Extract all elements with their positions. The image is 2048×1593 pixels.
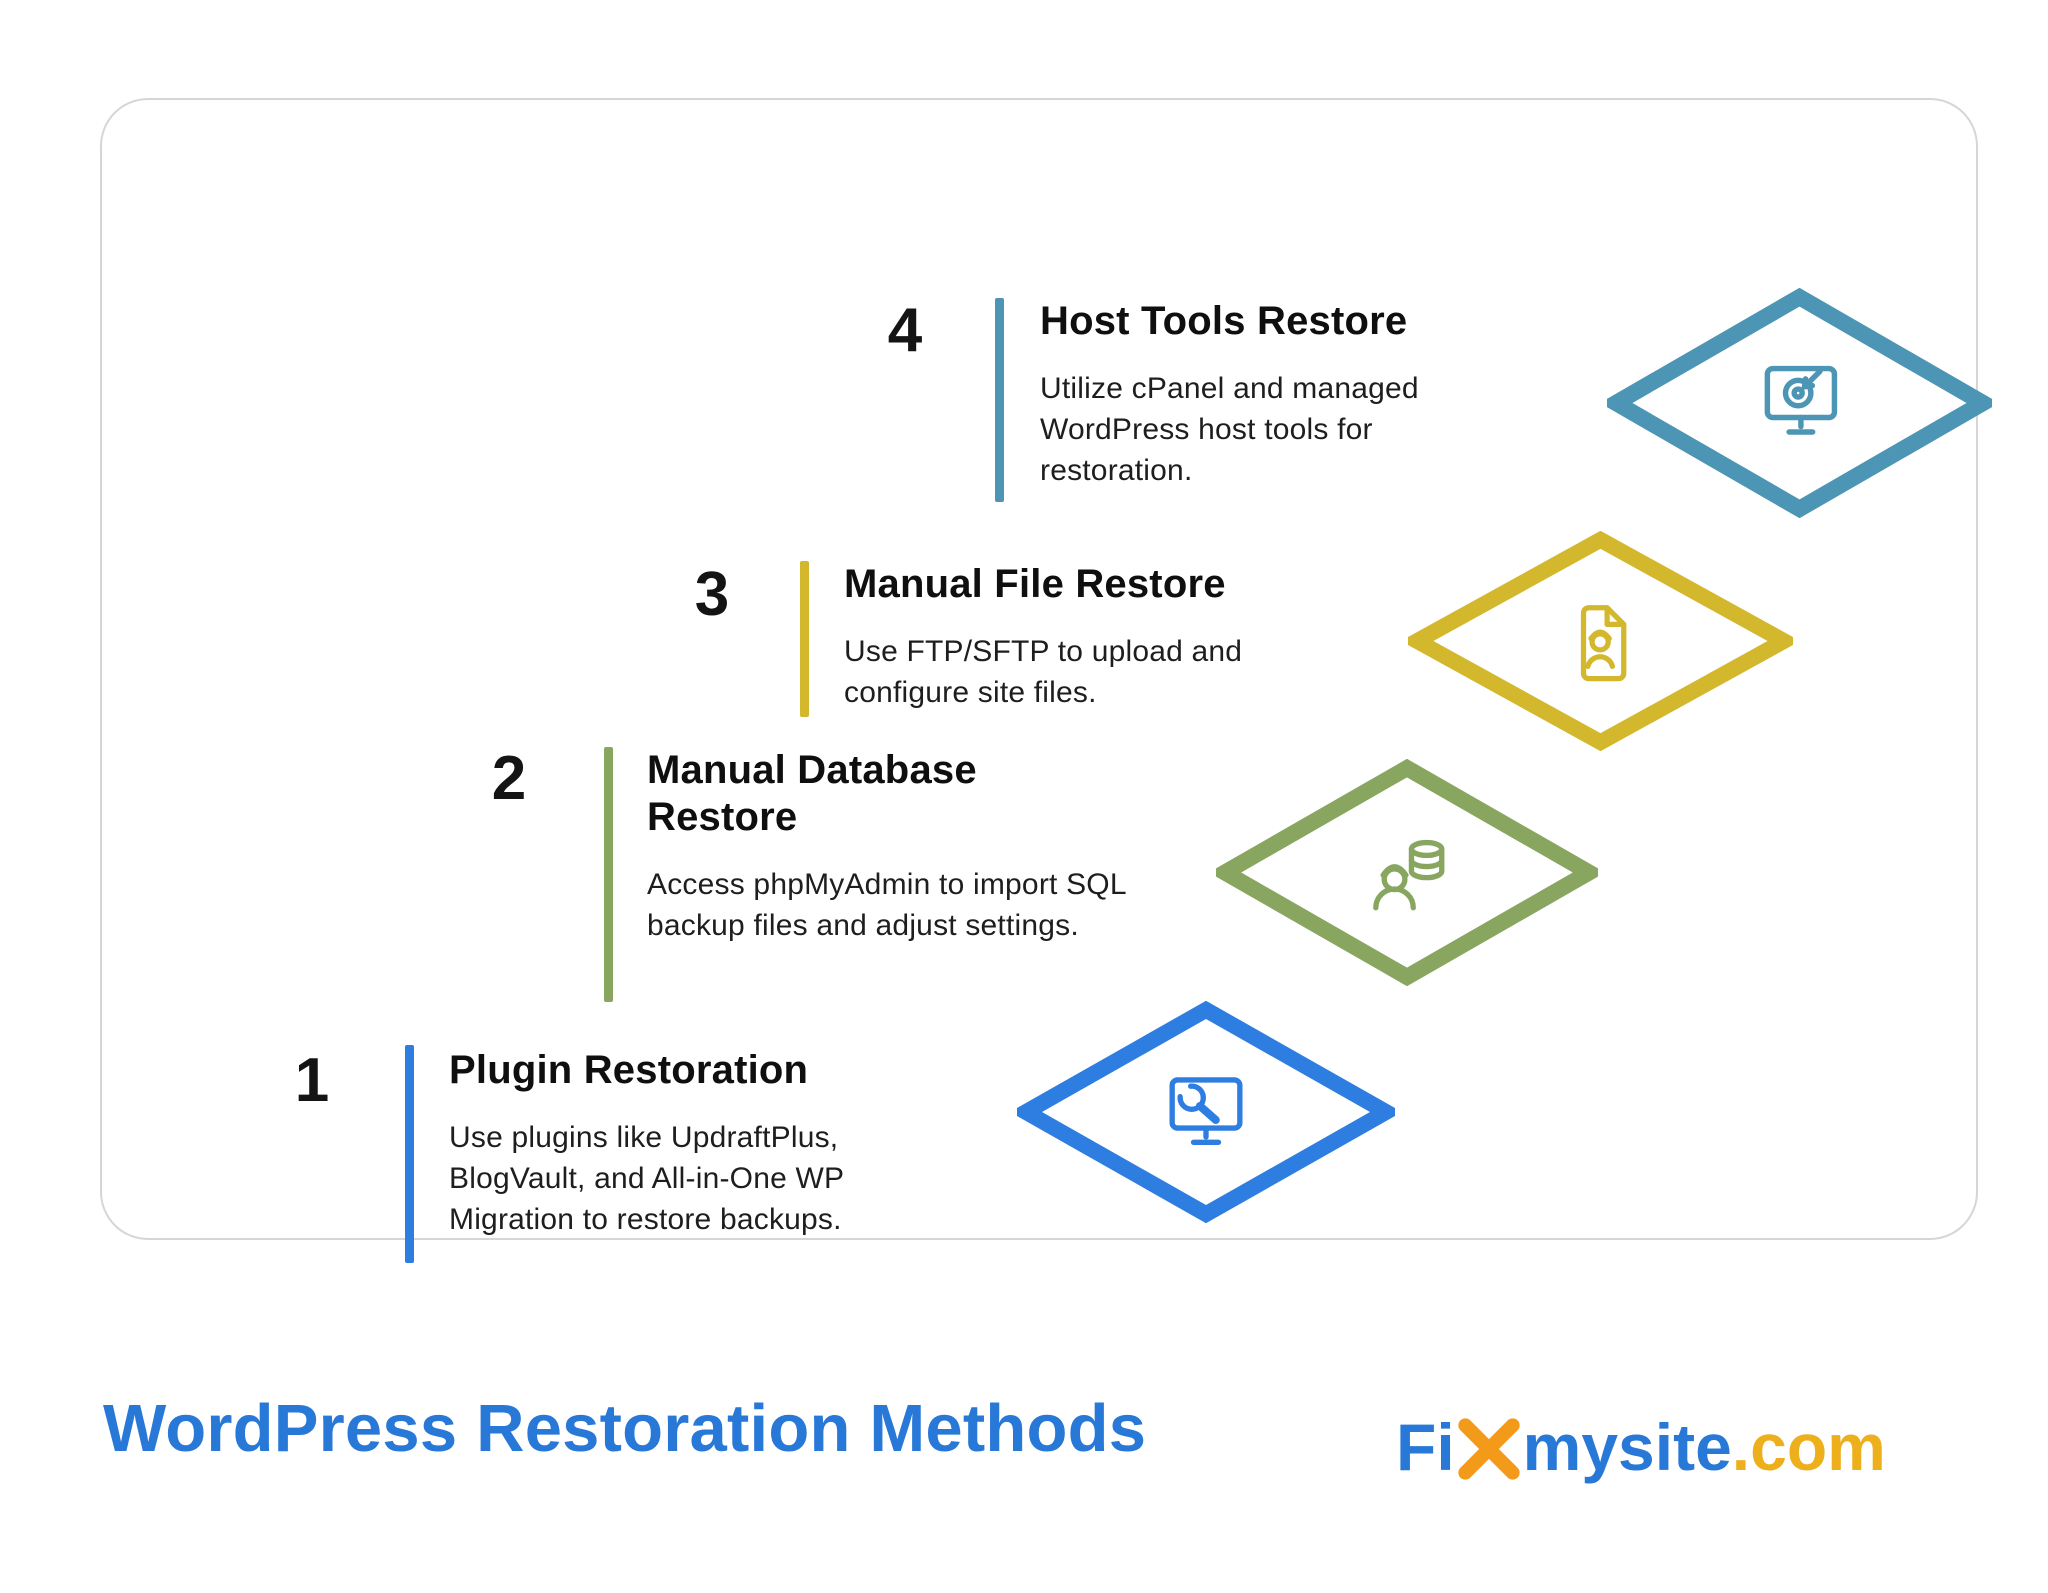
- step-text-4: Host Tools Restore Utilize cPanel and ma…: [1040, 298, 1500, 492]
- step-title-2: Manual Database Restore: [647, 748, 977, 840]
- document-worker-icon: [1580, 605, 1626, 682]
- monitor-wrench-icon: [1169, 1077, 1243, 1145]
- fixmysite-logo: Fi mysite .com: [1396, 1396, 1886, 1482]
- step-text-2: Manual Database Restore Access phpMyAdmi…: [647, 747, 1127, 947]
- step-description-2: Access phpMyAdmin to import SQL backup f…: [647, 868, 1126, 943]
- diamond-host-tools: [1607, 288, 1992, 518]
- monitor-target-icon: [1764, 365, 1837, 435]
- step-accent-bar-2: [604, 747, 613, 1002]
- logo-text-com: .com: [1731, 1409, 1886, 1484]
- step-number-2: 2: [491, 744, 527, 813]
- step-number-4: 4: [887, 296, 923, 365]
- step-accent-bar-1: [405, 1045, 414, 1263]
- page-title: WordPress Restoration Methods: [103, 1391, 1147, 1466]
- diamond-outline-3: [1408, 531, 1793, 751]
- step-accent-bar-4: [995, 298, 1004, 502]
- step-title-1: Plugin Restoration: [449, 1048, 809, 1092]
- step-title-3: Manual File Restore: [844, 562, 1226, 606]
- logo-text-fi: Fi: [1396, 1409, 1455, 1484]
- diamond-plugin-restoration: [1017, 1001, 1395, 1223]
- wrench-x-icon: [1458, 1418, 1520, 1480]
- step-number-1: 1: [294, 1046, 330, 1115]
- logo-text-mysite: mysite: [1522, 1409, 1732, 1484]
- worker-database-icon: [1373, 839, 1445, 910]
- step-description-3: Use FTP/SFTP to upload and configure sit…: [844, 635, 1243, 709]
- step-description-4: Utilize cPanel and managed WordPress hos…: [1040, 372, 1419, 487]
- step-text-3: Manual File Restore Use FTP/SFTP to uplo…: [844, 561, 1319, 714]
- step-accent-bar-3: [800, 561, 809, 717]
- steps-card: 4 Host Tools Restore Utilize cPanel and …: [100, 98, 1992, 1263]
- step-text-1: Plugin Restoration Use plugins like Updr…: [449, 1047, 939, 1241]
- diamond-manual-database: [1216, 759, 1598, 986]
- step-number-3: 3: [694, 560, 730, 629]
- step-title-4: Host Tools Restore: [1040, 299, 1408, 343]
- step-description-1: Use plugins like UpdraftPlus, BlogVault,…: [449, 1121, 844, 1236]
- diamond-manual-file: [1408, 531, 1793, 751]
